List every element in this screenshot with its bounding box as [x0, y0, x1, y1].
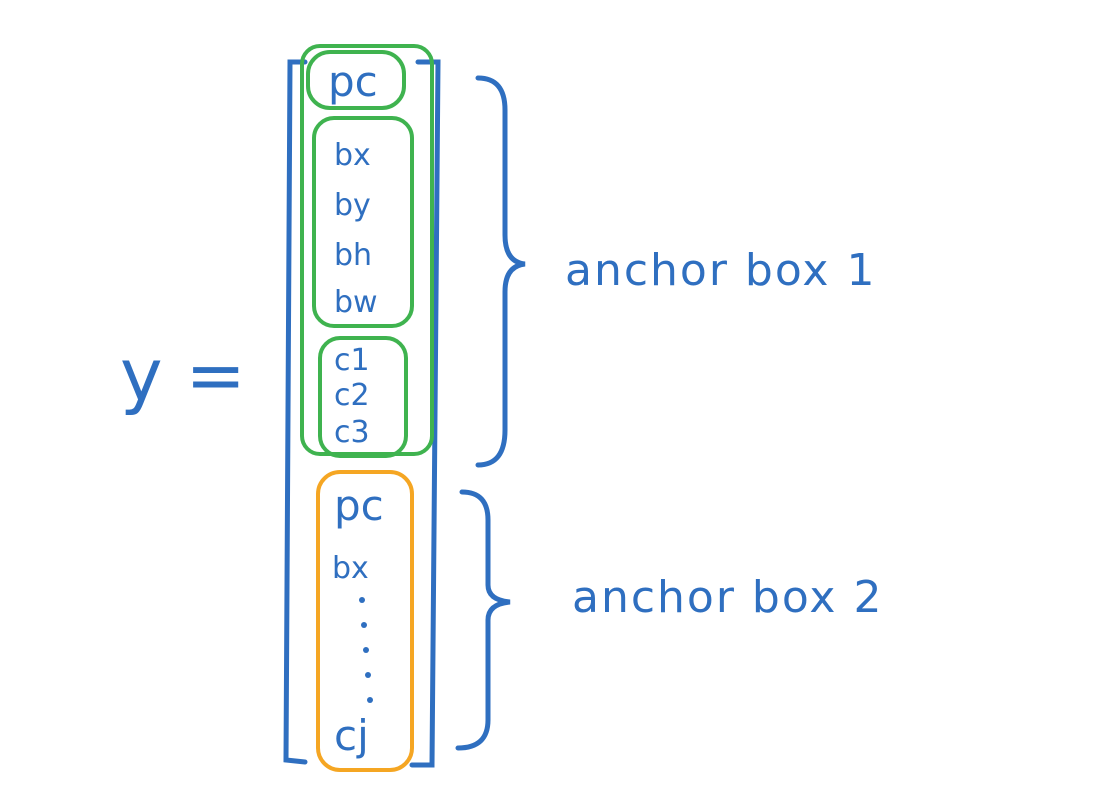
anchor1-bw: bw: [334, 285, 378, 320]
anchor1-c1: c1: [334, 343, 370, 378]
anchor1-pc-box: [306, 50, 406, 110]
anchor2-group-box: [316, 470, 414, 772]
anchor1-brace: [475, 75, 526, 468]
anchor2-label: anchor box 2: [572, 572, 883, 623]
anchor2-ellipsis-dots: [359, 597, 373, 703]
anchor1-pc: pc: [328, 57, 378, 106]
anchor1-label: anchor box 1: [565, 245, 876, 296]
anchor1-bbox-box: [312, 116, 414, 328]
anchor1-c2: c2: [334, 378, 370, 413]
anchor2-bx: bx: [332, 551, 369, 586]
anchor2-brace: [455, 489, 511, 751]
anchor2-cj: cj: [334, 711, 369, 760]
y-equals-label: y =: [120, 333, 246, 417]
anchor1-class-box: [318, 336, 408, 458]
anchor1-bx: bx: [334, 138, 371, 173]
anchor1-by: by: [334, 188, 371, 223]
anchor1-bh: bh: [334, 238, 372, 273]
anchor1-c3: c3: [334, 415, 370, 450]
anchor2-pc: pc: [334, 481, 384, 530]
output-vector-bracket: [283, 59, 441, 768]
